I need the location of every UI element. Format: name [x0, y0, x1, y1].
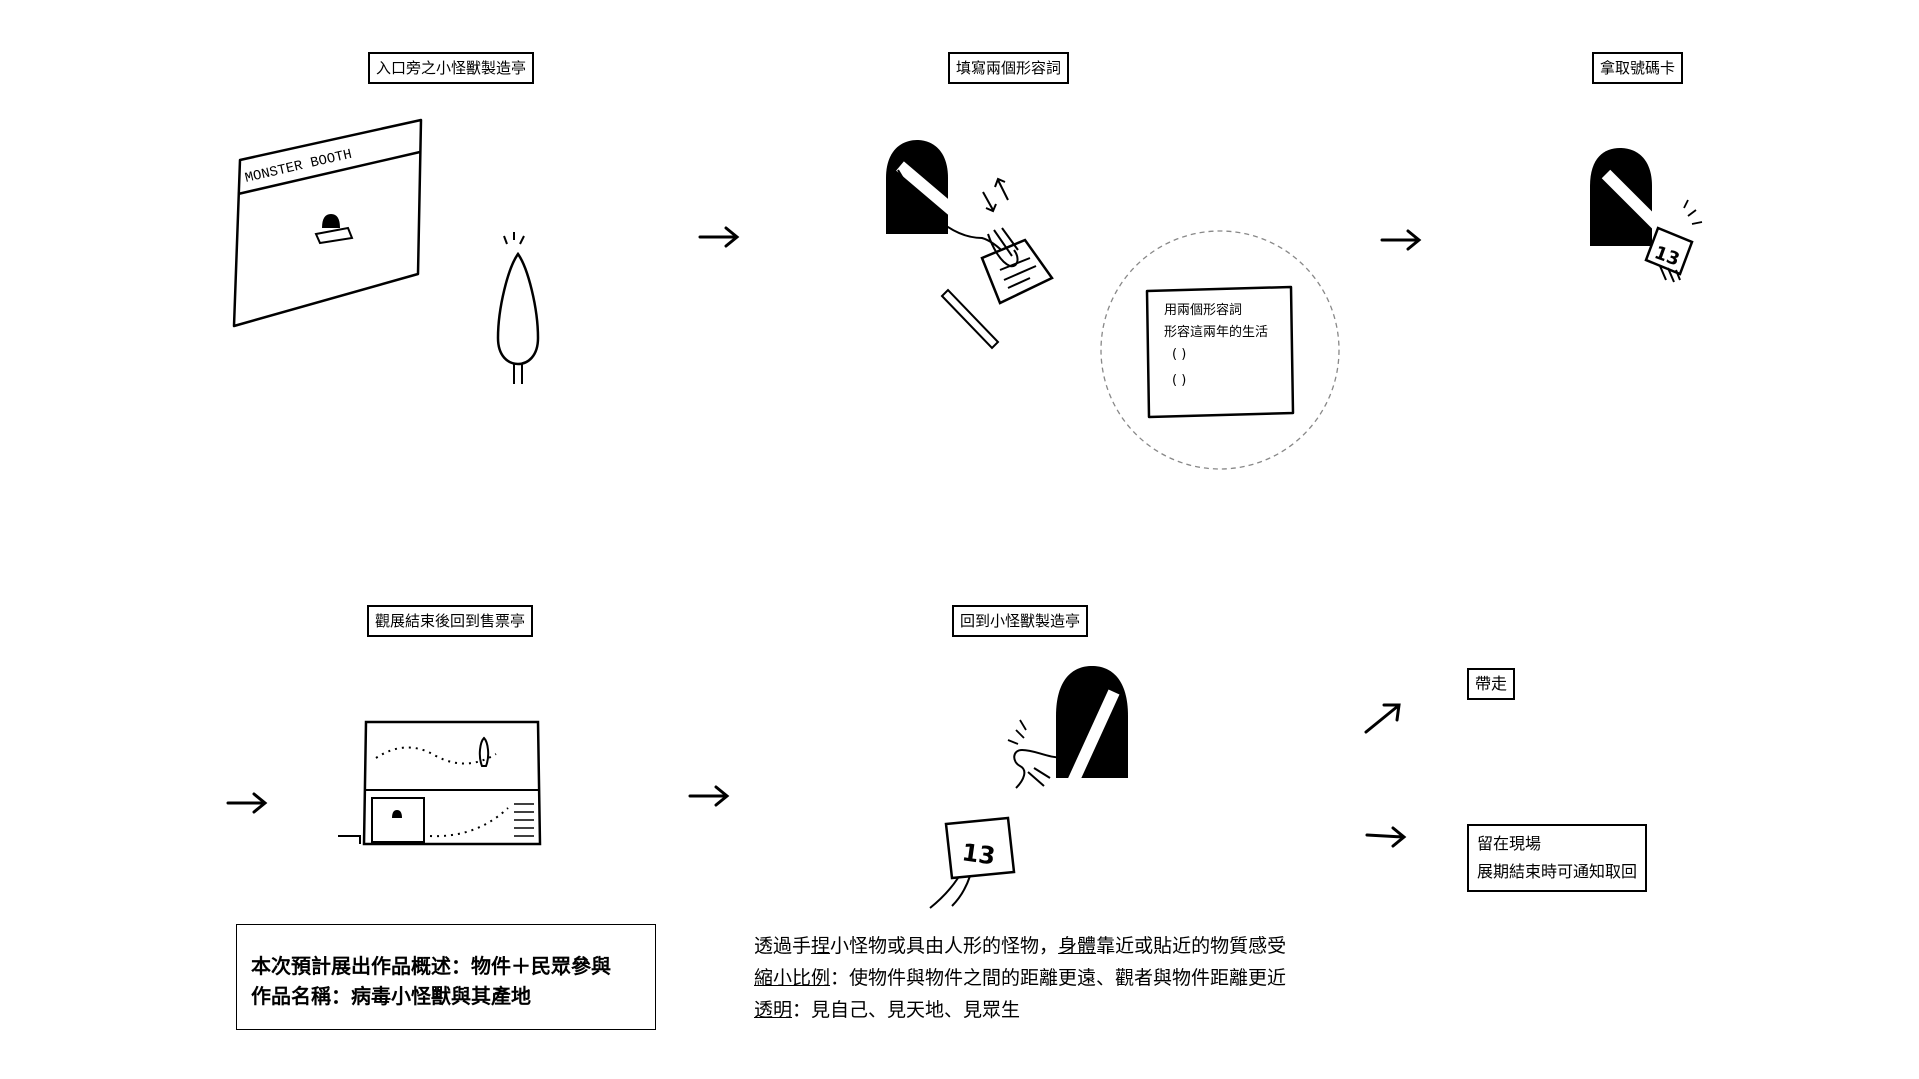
- booth-sketch: MONSTER BOOTH: [232, 118, 423, 328]
- step3-label: 拿取號碼卡: [1592, 52, 1684, 84]
- description: 透過手捏小怪物或具由人形的怪物，身體靠近或貼近的物質感受 縮小比例：使物件與物件…: [754, 930, 1286, 1026]
- outcome-stay: 留在現場 展期結束時可通知取回: [1467, 824, 1648, 892]
- form-zoom-circle: [1100, 230, 1340, 470]
- step2-label: 填寫兩個形容詞: [948, 52, 1070, 84]
- form-card-line1: 用兩個形容詞: [1164, 303, 1243, 318]
- arrow-right-icon: [226, 792, 268, 814]
- form-card-blank1: ( ): [1172, 347, 1187, 362]
- person-sketch: [496, 232, 540, 384]
- description-line3: 透明：見自己、見天地、見眾生: [754, 999, 1021, 1021]
- arrow-right-icon: [1365, 826, 1407, 848]
- number-card-sketch: 13: [1590, 148, 1703, 283]
- arrow-right-icon: [1380, 229, 1422, 251]
- summary-box: 本次預計展出作品概述：物件＋民眾參與 作品名稱：病毒小怪獸與其產地: [236, 924, 656, 1030]
- hand-sketch: [886, 140, 1054, 350]
- step5-label: 回到小怪獸製造亭: [952, 605, 1089, 637]
- arrow-right-icon: [688, 785, 730, 807]
- outcome-stay-line1: 留在現場: [1477, 834, 1542, 853]
- description-line2: 縮小比例：使物件與物件之間的距離更遠、觀者與物件距離更近: [754, 967, 1287, 989]
- outcome-take-away: 帶走: [1467, 668, 1516, 700]
- form-card-blank2: ( ): [1172, 373, 1187, 388]
- summary-line2: 作品名稱：病毒小怪獸與其產地: [251, 984, 531, 1008]
- outcome-stay-line2: 展期結束時可通知取回: [1477, 862, 1638, 881]
- step4-label: 觀展結束後回到售票亭: [367, 605, 534, 637]
- ticket-booth-sketch: [338, 720, 542, 846]
- form-card-line2: 形容這兩年的生活: [1164, 325, 1269, 340]
- return-sketch: 13: [929, 666, 1128, 909]
- arrow-up-right-icon: [1364, 703, 1401, 734]
- step1-label: 入口旁之小怪獸製造亭: [368, 52, 535, 84]
- description-line1: 透過手捏小怪物或具由人形的怪物，身體靠近或貼近的物質感受: [754, 935, 1287, 957]
- summary-line1: 本次預計展出作品概述：物件＋民眾參與: [251, 954, 611, 978]
- arrow-right-icon: [698, 226, 740, 248]
- number-card-text-2: 13: [960, 838, 997, 870]
